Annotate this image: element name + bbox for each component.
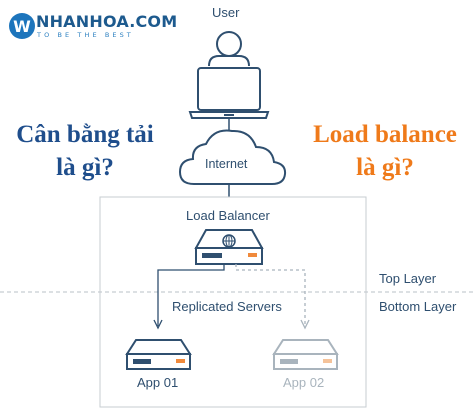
headline-en-line2: là gì? <box>356 154 414 181</box>
brand-logo-letter: W <box>13 17 31 36</box>
headline-en-line1: Load balance <box>313 121 457 148</box>
load-balancer-device-icon <box>194 229 264 265</box>
internet-label: Internet <box>205 157 248 171</box>
load-balancer-label: Load Balancer <box>186 208 270 223</box>
connector-lb-app2 <box>235 264 306 326</box>
headline-vietnamese: Cân bằng tải là gì? <box>6 118 164 184</box>
app1-server-icon <box>125 339 192 370</box>
app2-label: App 02 <box>283 375 325 390</box>
arrow-app1-icon <box>153 319 163 330</box>
brand-name: NHANHOA.COM <box>36 12 178 31</box>
bottom-layer-label: Bottom Layer <box>379 299 457 314</box>
brand-logo-icon: W <box>9 13 35 39</box>
user-label: User <box>212 5 240 20</box>
top-layer-label: Top Layer <box>379 271 437 286</box>
user-icon <box>208 31 250 67</box>
headline-vi-line2: là gì? <box>56 154 114 181</box>
app2-server-icon <box>272 339 339 370</box>
arrow-app2-icon <box>300 319 310 330</box>
laptop-icon <box>188 67 270 119</box>
headline-vi-line1: Cân bằng tải <box>16 121 154 148</box>
server-zone-boundary <box>99 196 367 408</box>
connector-lb-app1 <box>157 264 225 326</box>
headline-english: Load balance là gì? <box>300 118 470 184</box>
brand-tagline: TO BE THE BEST <box>37 31 134 39</box>
replicated-servers-label: Replicated Servers <box>172 299 282 314</box>
cloud-icon <box>178 129 287 185</box>
app1-label: App 01 <box>137 375 179 390</box>
